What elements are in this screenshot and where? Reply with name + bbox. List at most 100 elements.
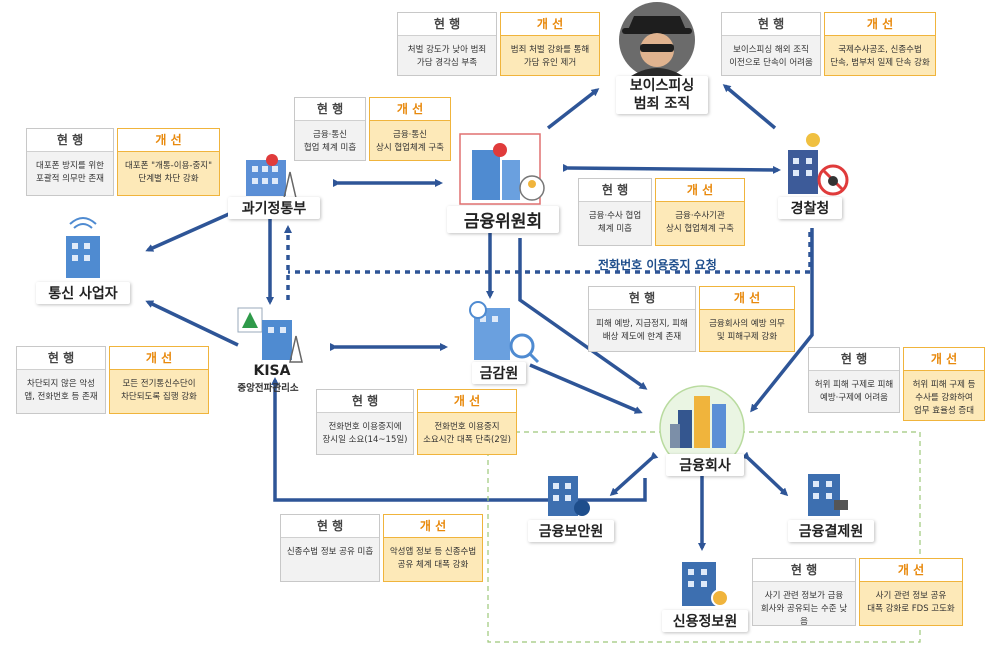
arrow-fincompany-fsi xyxy=(609,451,659,497)
callout-punish-current: 현 행 처벌 강도가 낮아 범죄 가담 경각심 부족 xyxy=(397,12,497,76)
current-text: 보이스피싱 해외 조직 이전으로 단속이 어려움 xyxy=(729,45,813,68)
callout-falsereport-improve: 개 선 허위 피해 구제 등 수사를 강화하여 업무 효율성 증대 xyxy=(903,347,985,421)
improve-header: 개 선 xyxy=(860,559,962,582)
current-header: 현 행 xyxy=(753,559,855,582)
current-text: 허위 피해 구제로 피해 예방·구제에 어려움 xyxy=(814,380,894,403)
kisa-building-icon xyxy=(237,307,303,363)
current-text: 전화번호 이용중지에 장시일 소요(14~15일) xyxy=(322,422,408,445)
callout-burner-current: 현 행 대포폰 방지를 위한 포괄적 의무만 존재 xyxy=(26,128,114,196)
improve-header: 개 선 xyxy=(418,390,516,413)
callout-newmethod-current: 현 행 신종수법 정보 공유 미흡 xyxy=(280,514,380,582)
payment-building-icon xyxy=(808,474,848,516)
telecom-building-icon xyxy=(66,217,100,278)
improve-text: 모든 전기통신수단이 차단되도록 집행 강화 xyxy=(121,379,197,402)
current-header: 현 행 xyxy=(17,347,105,370)
current-header: 현 행 xyxy=(27,129,113,152)
improve-header: 개 선 xyxy=(110,347,208,370)
improve-text: 금융·수사기관 상시 협업체계 구축 xyxy=(666,211,734,234)
improve-text: 사기 관련 정보 공유 대폭 강화로 FDS 고도화 xyxy=(867,591,955,614)
callout-fds-improve: 개 선 사기 관련 정보 공유 대폭 강화로 FDS 고도화 xyxy=(859,558,963,626)
arrow-fincompany-kftc xyxy=(741,451,789,497)
current-header: 현 행 xyxy=(809,348,899,371)
security-building-icon xyxy=(548,476,590,516)
node-msit: 과기정통부 xyxy=(228,197,320,219)
credit-info-building-icon xyxy=(682,562,729,607)
node-fsc: 금융위원회 xyxy=(447,206,559,233)
callout-burner-improve: 개 선 대포폰 "개통-이용-중지" 단계별 차단 강화 xyxy=(117,128,220,196)
current-text: 금융·통신 협업 체계 미흡 xyxy=(303,130,357,153)
police-station-icon xyxy=(788,133,849,196)
callout-relief-improve: 개 선 금융회사의 예방 의무 및 피해구제 강화 xyxy=(699,286,795,352)
current-header: 현 행 xyxy=(317,390,413,413)
current-header: 현 행 xyxy=(295,98,365,121)
current-text: 신종수법 정보 공유 미흡 xyxy=(286,547,374,557)
arrow-fss-fincompany xyxy=(529,363,643,414)
arrow-police-fincompany xyxy=(750,228,814,413)
node-fin-company: 금융회사 xyxy=(666,454,744,476)
current-header: 현 행 xyxy=(579,179,651,202)
improve-header: 개 선 xyxy=(384,515,482,538)
improve-text: 허위 피해 구제 등 수사를 강화하여 업무 효율성 증대 xyxy=(912,380,976,416)
improve-text: 악성앱 정보 등 신종수법 공유 체계 대폭 강화 xyxy=(389,547,477,570)
arrow-fsc-police xyxy=(562,163,781,174)
improve-text: 범죄 처벌 강화를 통해 가담 유인 제거 xyxy=(510,45,590,68)
node-kisa-sub: 중앙전파관리소 xyxy=(237,383,299,394)
callout-fds-current: 현 행 사기 관련 정보가 금융 회사와 공유되는 수준 낮음 xyxy=(752,558,856,627)
callout-finpolice-improve: 개 선 금융·수사기관 상시 협업체계 구축 xyxy=(655,178,745,246)
fsc-building-icon xyxy=(459,133,545,205)
callout-suspendtime-improve: 개 선 전화번호 이용중지 소요시간 대폭 단축(2일) xyxy=(417,389,517,455)
current-text: 사기 관련 정보가 금융 회사와 공유되는 수준 낮음 xyxy=(760,591,848,627)
callout-overseas-improve: 개 선 국제수사공조, 신종수법 단속, 범부처 일제 단속 강화 xyxy=(824,12,936,76)
improve-header: 개 선 xyxy=(370,98,450,121)
callout-relief-current: 현 행 피해 예방, 지급정지, 피해 배상 제도에 한계 존재 xyxy=(588,286,696,352)
current-text: 금융·수사 협업 체계 미흡 xyxy=(588,211,642,234)
arrow-fsc-to-voicephishing xyxy=(546,88,600,130)
current-text: 처벌 강도가 낮아 범죄 가담 경각심 부족 xyxy=(407,45,487,68)
node-telecom: 통신 사업자 xyxy=(36,282,130,304)
hacker-icon xyxy=(619,2,695,78)
node-kisa: KISA xyxy=(253,363,291,379)
improve-text: 대포폰 "개통-이용-중지" 단계별 차단 강화 xyxy=(124,161,213,184)
improve-header: 개 선 xyxy=(825,13,935,36)
node-fsi: 금융보안원 xyxy=(528,520,614,542)
financial-city-icon xyxy=(659,385,745,471)
node-police: 경찰청 xyxy=(778,197,842,219)
improve-header: 개 선 xyxy=(501,13,599,36)
callout-finpolice-current: 현 행 금융·수사 협업 체계 미흡 xyxy=(578,178,652,246)
current-text: 차단되지 않은 악성 앱, 전화번호 등 존재 xyxy=(24,379,98,402)
callout-telecomfin-improve: 개 선 금융·통신 상시 협업체계 구축 xyxy=(369,97,451,161)
improve-header: 개 선 xyxy=(118,129,219,152)
node-voice-phishing: 보이스피싱 범죄 조직 xyxy=(616,76,708,114)
callout-falsereport-current: 현 행 허위 피해 구제로 피해 예방·구제에 어려움 xyxy=(808,347,900,413)
arrow-kisa-telecom xyxy=(145,300,239,347)
node-kcis: 신용정보원 xyxy=(662,610,748,632)
arrow-msit-telecom xyxy=(145,208,239,252)
government-building-icon xyxy=(246,154,297,199)
current-header: 현 행 xyxy=(281,515,379,538)
callout-newmethod-improve: 개 선 악성앱 정보 등 신종수법 공유 체계 대폭 강화 xyxy=(383,514,483,582)
callout-punish-improve: 개 선 범죄 처벌 강화를 통해 가담 유인 제거 xyxy=(500,12,600,76)
improve-header: 개 선 xyxy=(904,348,984,371)
improve-header: 개 선 xyxy=(656,179,744,202)
improve-text: 전화번호 이용중지 소요시간 대폭 단축(2일) xyxy=(423,422,511,445)
improve-text: 국제수사공조, 신종수법 단속, 범부처 일제 단속 강화 xyxy=(830,45,930,68)
suspend-request-label: 전화번호 이용중지 요청 xyxy=(598,258,717,272)
callout-suspendtime-current: 현 행 전화번호 이용중지에 장시일 소요(14~15일) xyxy=(316,389,414,455)
callout-malicious-improve: 개 선 모든 전기통신수단이 차단되도록 집행 강화 xyxy=(109,346,209,414)
arrow-police-to-voicephishing xyxy=(722,84,777,130)
node-kftc: 금융결제원 xyxy=(788,520,874,542)
improve-text: 금융·통신 상시 협업체계 구축 xyxy=(376,130,444,153)
arrow-fsc-fincompany xyxy=(518,238,648,390)
current-header: 현 행 xyxy=(722,13,820,36)
dotted-suspend-request xyxy=(288,232,812,274)
callout-telecomfin-current: 현 행 금융·통신 협업 체계 미흡 xyxy=(294,97,366,161)
fss-building-icon xyxy=(469,301,540,364)
current-header: 현 행 xyxy=(589,287,695,310)
improve-text: 금융회사의 예방 의무 및 피해구제 강화 xyxy=(709,319,785,342)
improve-header: 개 선 xyxy=(700,287,794,310)
node-fss: 금감원 xyxy=(472,362,526,384)
current-header: 현 행 xyxy=(398,13,496,36)
callout-overseas-current: 현 행 보이스피싱 해외 조직 이전으로 단속이 어려움 xyxy=(721,12,821,76)
current-text: 대포폰 방지를 위한 포괄적 의무만 존재 xyxy=(36,161,104,184)
